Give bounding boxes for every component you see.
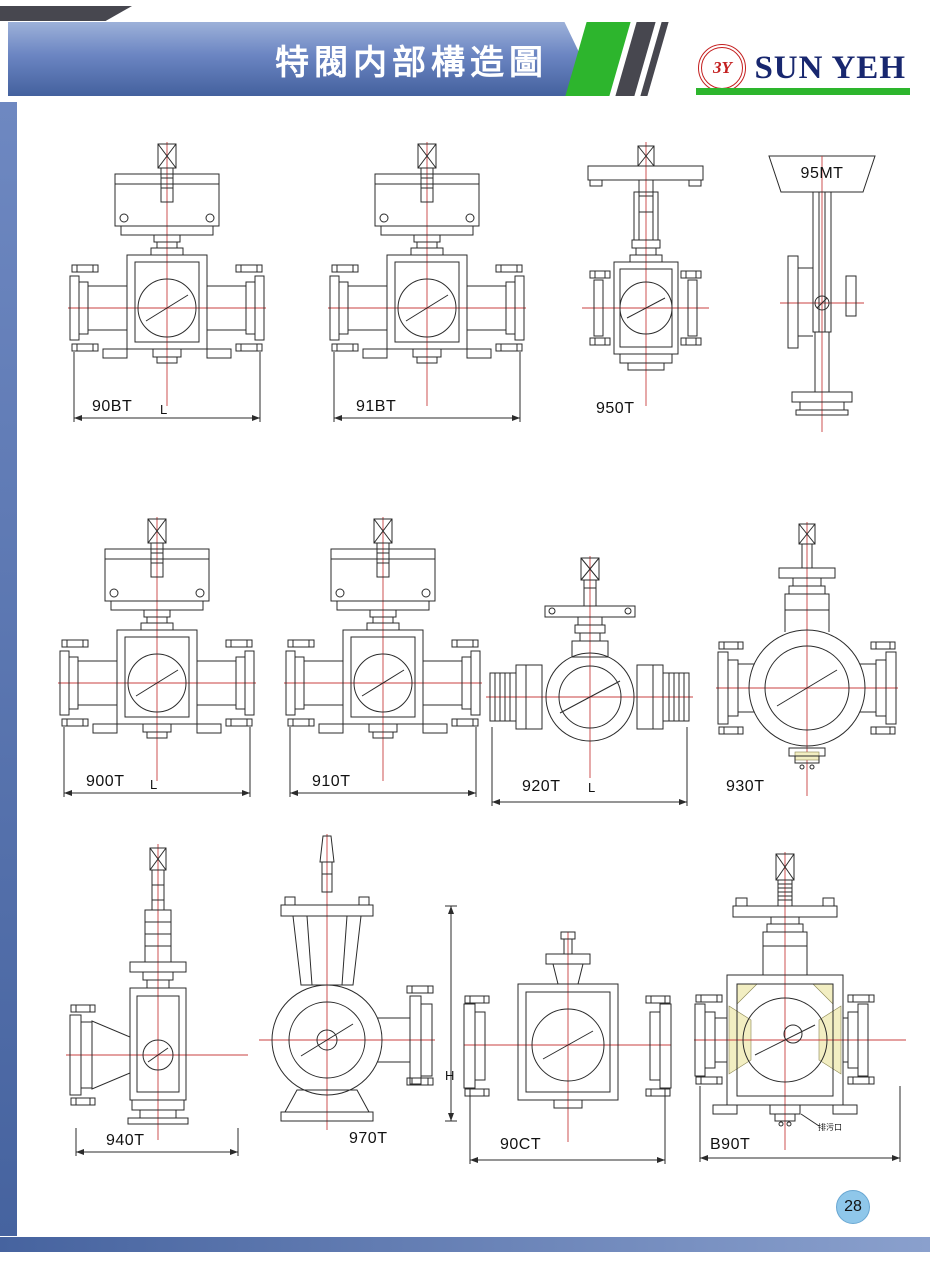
valve-drawing: [68, 142, 266, 422]
logo-3y-icon: 3Y: [698, 44, 747, 92]
page-number: 28: [844, 1198, 862, 1215]
logo-underline: [696, 88, 910, 95]
dimension-label: L: [588, 780, 596, 795]
valve-label: 95MT: [800, 165, 844, 182]
dimension-label: L: [160, 402, 168, 417]
valve-figure: 95MT: [757, 148, 887, 438]
valve-label: 940T: [106, 1132, 145, 1149]
valve-drawing: [58, 517, 256, 797]
valve-figure: 920T L: [482, 552, 697, 812]
valve-figure: 910T: [278, 515, 488, 815]
valve-label: 910T: [312, 773, 351, 790]
valve-label: 90CT: [500, 1136, 542, 1153]
valve-figure: 950T: [578, 140, 713, 440]
left-border-bar: [0, 102, 17, 1236]
valve-drawing: [259, 834, 457, 1130]
valve-label: 970T: [349, 1130, 388, 1147]
valve-drawing: [768, 155, 876, 432]
valve-figure: 970T H: [255, 828, 460, 1163]
bottom-border-bar: [0, 1237, 930, 1252]
valve-drawing: [694, 852, 906, 1162]
company-logo: 3Y SUN YEH: [698, 44, 906, 92]
valve-label: 930T: [726, 778, 765, 795]
valve-drawing: [716, 522, 898, 796]
valve-figure: B90T 排污口: [690, 848, 910, 1168]
valve-figure: 930T: [712, 518, 902, 813]
valve-drawing: [328, 142, 526, 422]
valve-drawing: [463, 931, 672, 1164]
page-number-badge: 28: [836, 1190, 870, 1224]
drain-annotation: 排污口: [818, 1123, 842, 1132]
header-corner-stripe: [0, 6, 132, 21]
valve-label: 91BT: [356, 398, 397, 415]
valve-label: 900T: [86, 773, 125, 790]
valve-figure: 91BT: [322, 140, 532, 440]
valve-figure: 90CT: [460, 928, 675, 1168]
dimension-label: H: [445, 1068, 455, 1083]
valve-drawing: [284, 517, 482, 797]
title-band: 特閥内部構造圖: [8, 22, 600, 96]
valve-label: 920T: [522, 778, 561, 795]
valve-figure: 940T: [62, 840, 252, 1165]
valve-label: 950T: [596, 400, 635, 417]
valve-drawing: [66, 844, 248, 1156]
valve-label: B90T: [710, 1136, 751, 1153]
dimension-label: L: [150, 777, 158, 792]
page-title: 特閥内部構造圖: [275, 43, 548, 82]
valve-drawing: [582, 142, 709, 406]
logo-name: SUN YEH: [754, 49, 906, 86]
valve-label: 90BT: [92, 398, 133, 415]
valve-drawing: [486, 556, 693, 806]
valve-figure: 90BT L: [62, 140, 272, 440]
valve-figure: 900T L: [52, 515, 262, 815]
